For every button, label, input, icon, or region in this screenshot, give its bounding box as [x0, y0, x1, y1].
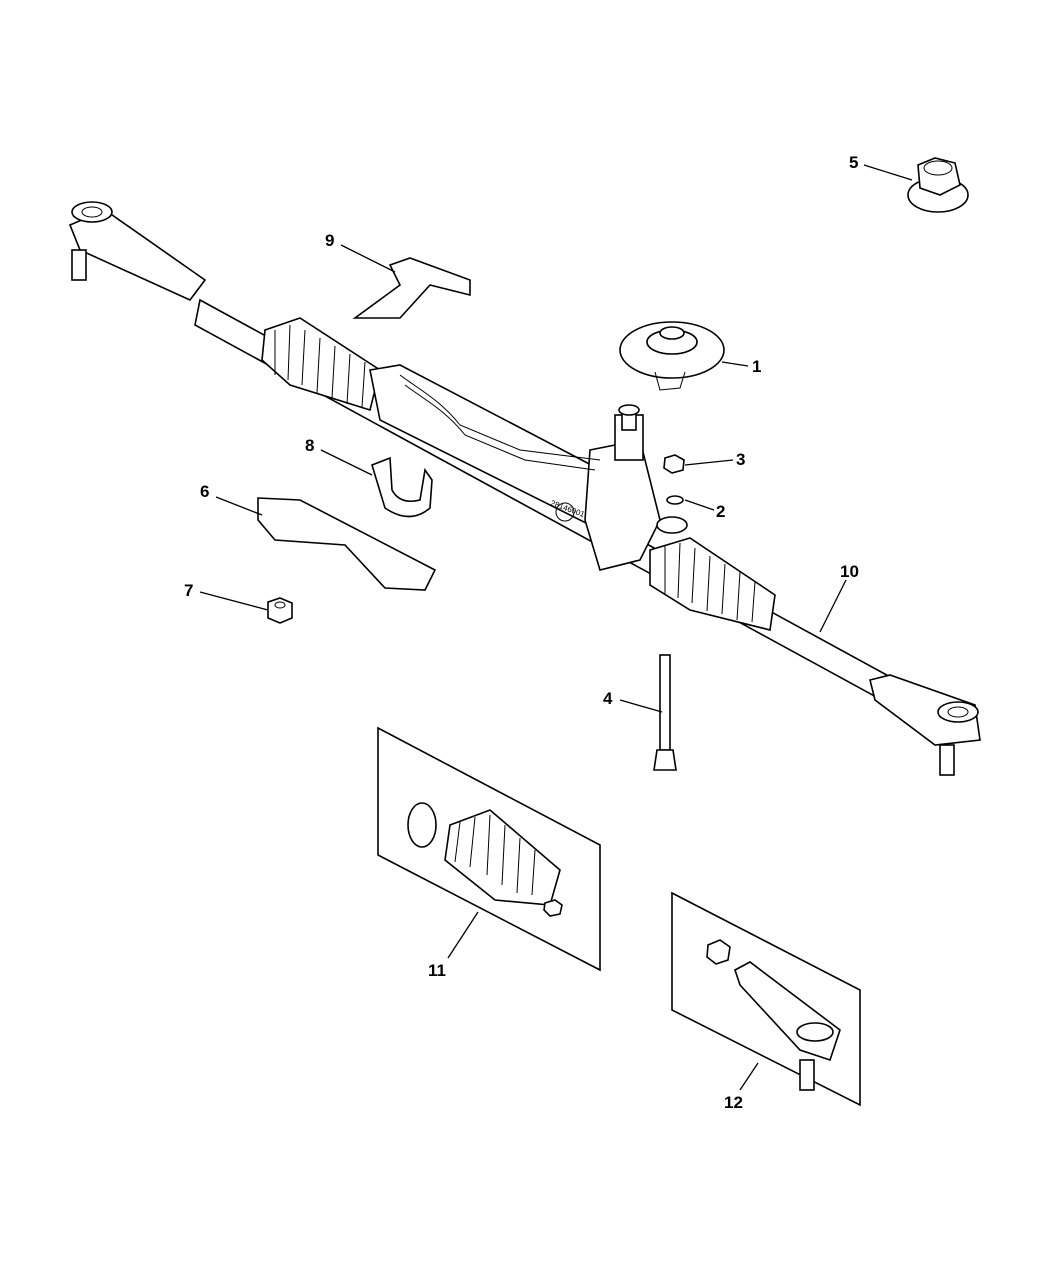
callout-9: 9 [325, 231, 334, 250]
part-9-bracket [352, 257, 471, 319]
left-boot [261, 317, 381, 412]
left-tie-rod-end [68, 201, 207, 301]
callout-10: 10 [840, 562, 859, 581]
callout-3: 3 [736, 450, 745, 469]
right-tie-rod-end [869, 674, 981, 776]
gear-housing: 28146001 [369, 364, 688, 571]
callout-2: 2 [716, 502, 725, 521]
right-boot [649, 537, 776, 631]
callout-labels: 1 2 3 4 5 6 7 8 9 10 11 12 [184, 153, 913, 1112]
callout-4: 4 [603, 689, 613, 708]
part-2-o-ring [666, 495, 684, 505]
part-1-pinion-seal [619, 321, 725, 391]
callout-8: 8 [305, 436, 314, 455]
part-8-clamp [371, 456, 433, 518]
part-6-heat-shield [257, 497, 437, 591]
part-4-bolt [653, 654, 677, 771]
callout-1: 1 [752, 357, 761, 376]
part-7-nut [267, 597, 293, 624]
part-11-boot-kit [377, 726, 601, 972]
part-3-nut [663, 454, 685, 474]
part-12-tie-rod-kit [671, 891, 861, 1107]
callout-11: 11 [428, 961, 446, 980]
steering-gear-assembly: 28146001 [68, 201, 981, 776]
callout-7: 7 [184, 581, 193, 600]
callout-5: 5 [849, 153, 858, 172]
part-5-flange-nut [907, 157, 969, 213]
callout-6: 6 [200, 482, 209, 501]
callout-12: 12 [724, 1093, 743, 1112]
